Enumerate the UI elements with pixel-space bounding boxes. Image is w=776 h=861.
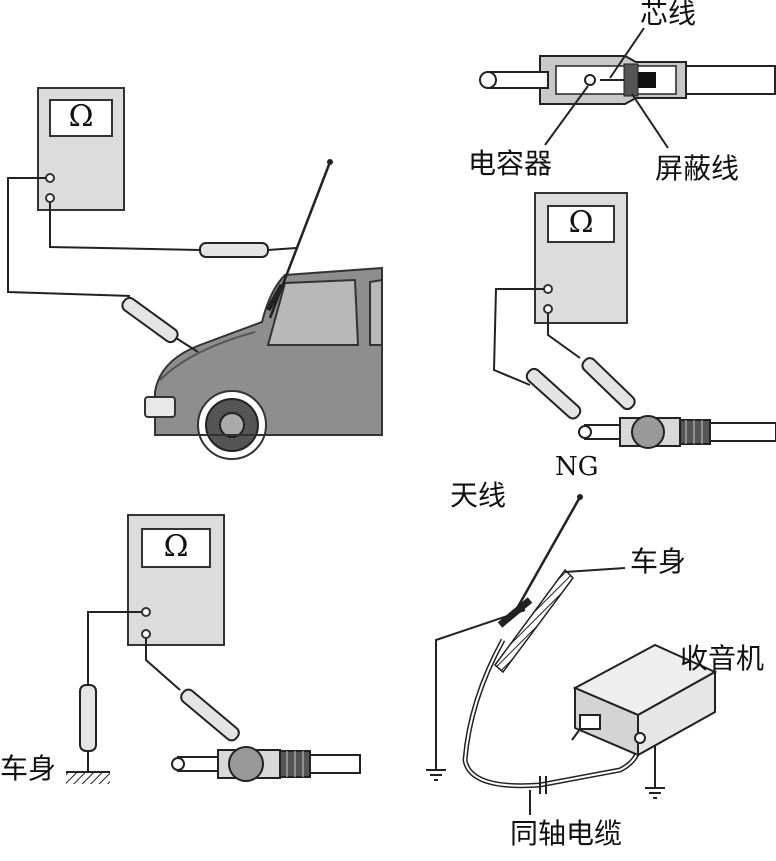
ng-antenna <box>513 496 582 613</box>
label-car-body-right: 车身 <box>630 545 687 578</box>
car-hood <box>159 331 256 381</box>
label-radio: 收音机 <box>680 642 765 675</box>
plug-section-panel <box>479 27 776 149</box>
label-capacitor: 电容器 <box>468 147 553 180</box>
label-car-body-left: 车身 <box>0 752 57 785</box>
meter-plug-panel <box>492 192 776 449</box>
car-panel <box>7 87 383 460</box>
ng-car-body-plate <box>493 568 574 674</box>
probe-1b <box>199 242 269 258</box>
ohmmeter-1-symbol: Ω <box>68 99 94 134</box>
capacitor-element <box>584 74 596 86</box>
car-body-ground <box>66 772 110 784</box>
car-rear-window <box>369 278 383 346</box>
label-antenna: 天线 <box>450 479 507 512</box>
probe-1a <box>121 296 179 344</box>
label-ng: NG <box>555 452 599 482</box>
meter-body-panel <box>66 514 361 784</box>
label-coax-cable: 同轴电缆 <box>510 817 623 850</box>
probe-3a <box>79 684 97 752</box>
label-core-wire: 芯线 <box>640 0 697 30</box>
ohmmeter-2-symbol: Ω <box>568 205 594 240</box>
label-shield-wire: 屏蔽线 <box>655 152 740 185</box>
ohmmeter-2-display <box>547 205 615 243</box>
ohmmeter-1-display <box>49 99 113 137</box>
car-windshield <box>266 278 360 346</box>
ohmmeter-3-symbol: Ω <box>163 529 189 564</box>
car-headlight <box>144 396 176 418</box>
ng-panel <box>426 494 718 815</box>
shield-element <box>623 63 639 97</box>
ohmmeter-3-display <box>141 528 211 568</box>
